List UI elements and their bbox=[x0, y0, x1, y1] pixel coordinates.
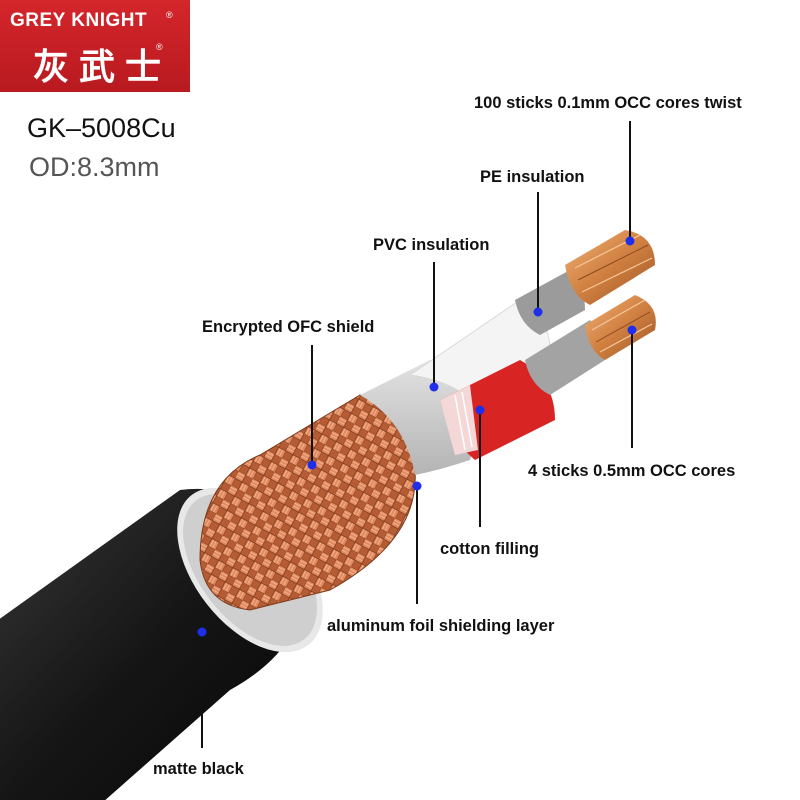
registered-mark-cn: ® bbox=[156, 42, 163, 52]
label-matte-black: matte black bbox=[153, 760, 244, 778]
label-pe-insulation: PE insulation bbox=[480, 168, 585, 186]
foil-layer bbox=[360, 360, 480, 475]
label-ofc-shield: Encrypted OFC shield bbox=[202, 318, 375, 336]
brand-name: GREY KNIGHT bbox=[10, 10, 148, 31]
callout-markers bbox=[197, 236, 637, 637]
label-occ-cores: 4 sticks 0.5mm OCC cores bbox=[528, 462, 736, 480]
callout-lines bbox=[201, 121, 633, 748]
ofc-braid-layer bbox=[199, 394, 416, 611]
label-foil-layer: aluminum foil shielding layer bbox=[327, 617, 555, 635]
pe-insulation-layer bbox=[515, 270, 605, 395]
brand-logo: GREY KNIGHT ® 灰武士 ® bbox=[0, 0, 190, 92]
label-cotton-filling: cotton filling bbox=[440, 540, 539, 558]
copper-cores bbox=[565, 230, 656, 360]
label-cores-twist: 100 sticks 0.1mm OCC cores twist bbox=[474, 94, 742, 112]
label-pvc-insulation: PVC insulation bbox=[373, 236, 490, 254]
model-number: GK–5008Cu bbox=[27, 113, 176, 143]
cotton-filling-layer bbox=[440, 360, 555, 460]
registered-mark: ® bbox=[166, 10, 173, 20]
brand-name-chinese: 灰武士 bbox=[33, 47, 172, 88]
outer-diameter: OD:8.3mm bbox=[29, 152, 160, 182]
